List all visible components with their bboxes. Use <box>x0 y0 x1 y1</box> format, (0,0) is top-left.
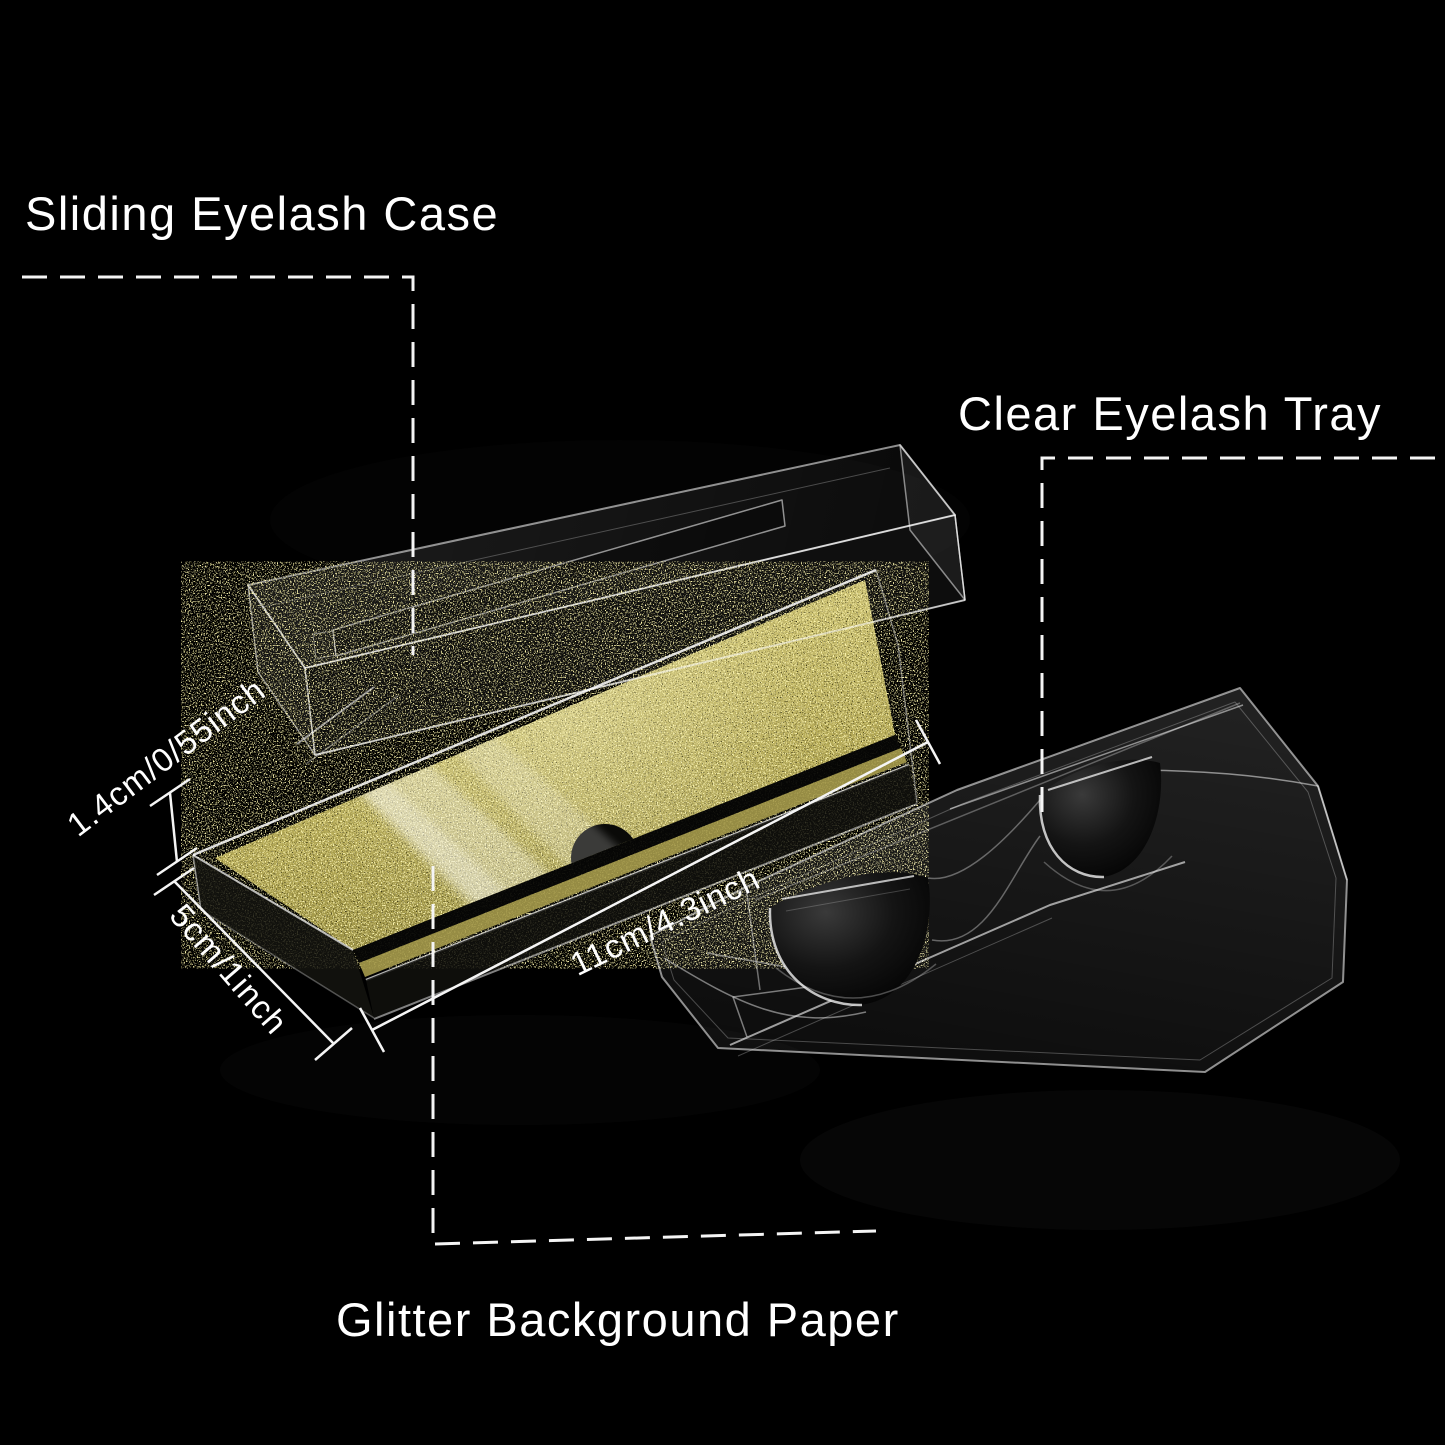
leader-glitter-paper <box>431 866 877 1246</box>
dimension-line-width <box>153 866 353 1061</box>
dimension-line-height <box>149 777 198 877</box>
slot-thumb-notch <box>312 630 337 660</box>
label-glitter-paper: Glitter Background Paper <box>336 1293 900 1346</box>
dimension-lines <box>149 719 942 1061</box>
sliding-case-product <box>247 444 966 756</box>
glitter-case-product <box>192 514 966 1020</box>
annotation-leaders <box>22 275 1435 1246</box>
clear-tray-product <box>649 687 1348 1073</box>
label-sliding-case: Sliding Eyelash Case <box>25 187 500 240</box>
sliding-slot <box>332 499 786 657</box>
dimension-line-length <box>358 719 942 1053</box>
leader-clear-tray <box>1040 456 1435 823</box>
label-clear-tray: Clear Eyelash Tray <box>958 387 1383 440</box>
leader-sliding-case <box>22 275 415 655</box>
lash-dome-left <box>768 872 937 1007</box>
clear-lid-edge <box>296 686 375 745</box>
